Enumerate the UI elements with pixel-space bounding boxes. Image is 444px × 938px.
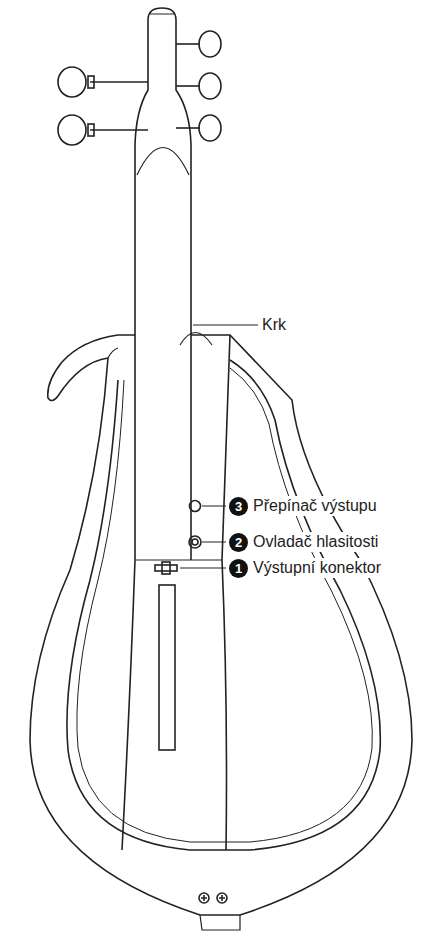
volume-knob (189, 536, 201, 548)
end-screws (199, 893, 227, 903)
leader-lines (180, 325, 258, 568)
neck (135, 8, 191, 335)
output-switch (190, 501, 201, 512)
output-jack (155, 562, 177, 574)
callout-number: 2 (229, 533, 248, 552)
callout-number: 1 (229, 559, 248, 578)
body-outline (30, 335, 412, 915)
center-body (122, 335, 230, 850)
callout-number: 3 (229, 497, 248, 516)
part-name: Přepínač výstupu (251, 496, 379, 516)
part-name: Ovladač hlasitosti (251, 532, 380, 552)
part-name: Výstupní konektor (251, 558, 383, 578)
part-name: Krk (260, 315, 288, 335)
tuning-pegs (58, 31, 221, 145)
pickup (159, 585, 175, 750)
